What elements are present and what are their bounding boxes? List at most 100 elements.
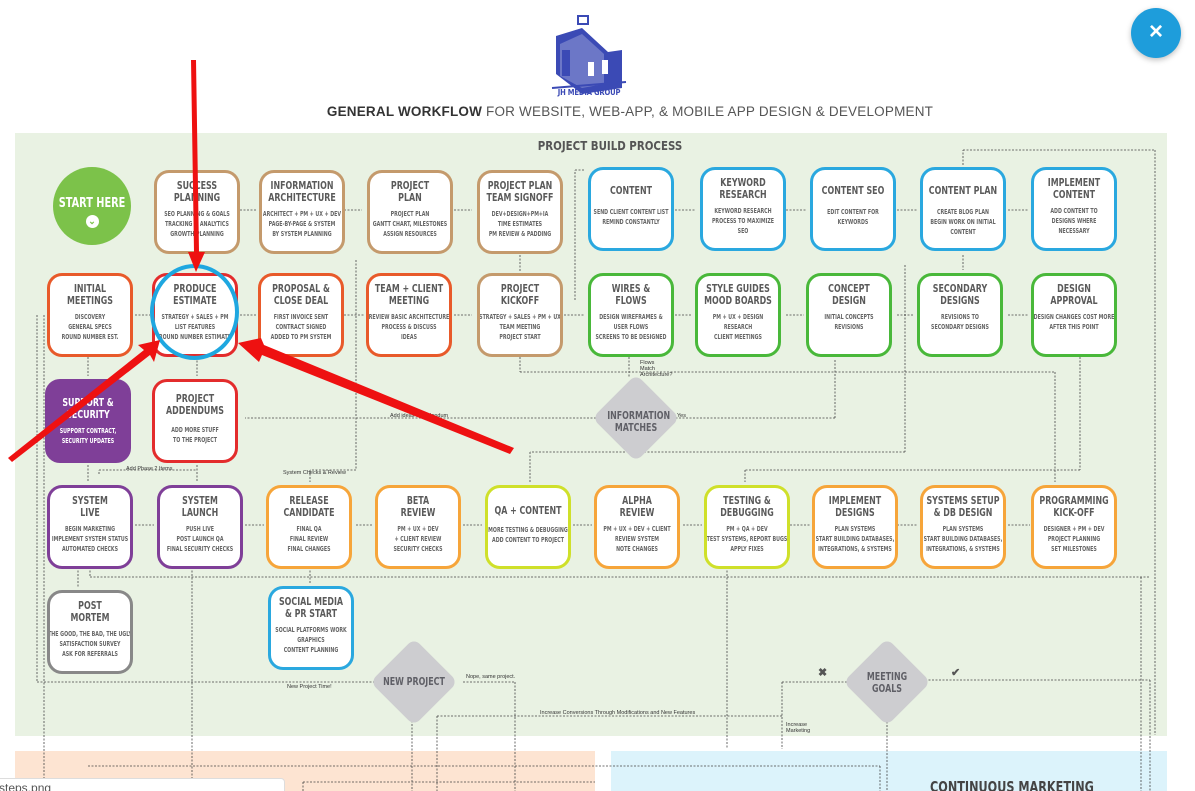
filename-caption: steps.png bbox=[0, 778, 285, 791]
node-title: CONCEPT DESIGN bbox=[828, 282, 870, 307]
node-desc: ADD MORE STUFF TO THE PROJECT bbox=[171, 426, 219, 444]
jh-media-group-logo-icon bbox=[551, 15, 627, 94]
decision-information-matches-label: INFORMATION MATCHES bbox=[607, 409, 671, 434]
node-title: IMPLEMENT DESIGNS bbox=[828, 494, 882, 519]
node-title: IMPLEMENT CONTENT bbox=[1047, 176, 1101, 201]
start-here-label: START HERE bbox=[58, 196, 126, 211]
node-title: CONTENT PLAN bbox=[928, 184, 998, 197]
decision-meeting-goals-label: MEETING GOALS bbox=[866, 670, 908, 695]
node-title: WIRES & FLOWS bbox=[611, 282, 651, 307]
node-title: BETA REVIEW bbox=[400, 494, 436, 519]
node-title: SYSTEM LIVE bbox=[72, 494, 108, 519]
continuous-marketing-title: CONTINUOUS MARKETING bbox=[930, 778, 1094, 791]
node-desc: SEND CLIENT CONTENT LIST REMIND CONSTANT… bbox=[593, 208, 669, 226]
node-concept-design: CONCEPT DESIGN INITIAL CONCEPTS REVISIONS bbox=[806, 273, 892, 357]
node-secondary-designs: SECONDARY DESIGNS REVISIONS TO SECONDARY … bbox=[917, 273, 1003, 357]
node-desc: PLAN SYSTEMS START BUILDING DATABASES, I… bbox=[815, 525, 895, 553]
node-title: TESTING & DEBUGGING bbox=[720, 494, 774, 519]
node-desc: PLAN SYSTEMS START BUILDING DATABASES, I… bbox=[923, 525, 1003, 553]
node-title: SUPPORT & SECURITY bbox=[62, 396, 114, 421]
decision-new-project-label: NEW PROJECT bbox=[383, 675, 445, 688]
node-desc: PM + UX + DEV + CLIENT REVIEW SYSTEM NOT… bbox=[603, 525, 671, 553]
node-title: KEYWORD RESEARCH bbox=[719, 176, 767, 201]
node-title: PROJECT PLAN bbox=[390, 179, 430, 204]
node-title: STYLE GUIDES MOOD BOARDS bbox=[704, 282, 772, 307]
node-keyword-research: KEYWORD RESEARCH KEYWORD RESEARCH PROCESS… bbox=[700, 167, 786, 251]
title-rest: FOR WEBSITE, WEB-APP, & MOBILE APP DESIG… bbox=[482, 104, 934, 119]
node-desc: PM + UX + DESIGN RESEARCH CLIENT MEETING… bbox=[712, 313, 764, 341]
node-title: SYSTEMS SETUP & DB DESIGN bbox=[926, 494, 1000, 519]
node-systems-setup: SYSTEMS SETUP & DB DESIGN PLAN SYSTEMS ST… bbox=[920, 485, 1006, 569]
node-title: INITIAL MEETINGS bbox=[67, 282, 113, 307]
node-desc: MORE TESTING & DEBUGGING ADD CONTENT TO … bbox=[488, 526, 568, 544]
node-wires-flows: WIRES & FLOWS DESIGN WIREFRAMES & USER FL… bbox=[588, 273, 674, 357]
chevron-down-circle-icon: ⌄ bbox=[85, 215, 99, 228]
highlight-circle-annotation bbox=[150, 264, 239, 360]
edge-label-increase-marketing: Increase Marketing bbox=[786, 722, 811, 734]
edge-label-flows-match: Flows Match Architecture? bbox=[640, 360, 673, 378]
node-post-mortem: POST MORTEM THE GOOD, THE BAD, THE UGLY S… bbox=[47, 590, 133, 674]
node-project-plan: PROJECT PLAN PROJECT PLAN GANTT CHART, MI… bbox=[367, 170, 453, 254]
node-desc: ARCHITECT + PM + UX + DEV PAGE-BY-PAGE &… bbox=[262, 210, 342, 238]
page-title: GENERAL WORKFLOW FOR WEBSITE, WEB-APP, &… bbox=[0, 104, 1195, 119]
node-title: PROJECT KICKOFF bbox=[500, 282, 540, 307]
node-implement-content: IMPLEMENT CONTENT ADD CONTENT TO DESIGNS … bbox=[1031, 167, 1117, 251]
start-here-circle: START HERE ⌄ bbox=[53, 167, 131, 245]
node-title: PROJECT PLAN TEAM SIGNOFF bbox=[486, 179, 554, 204]
node-desc: PROJECT PLAN GANTT CHART, MILESTONES ASS… bbox=[372, 210, 448, 238]
section-title: PROJECT BUILD PROCESS bbox=[537, 138, 683, 153]
node-desc: DESIGN CHANGES COST MORE AFTER THIS POIN… bbox=[1033, 313, 1115, 331]
node-desc: KEYWORD RESEARCH PROCESS TO MAXIMIZE SEO bbox=[711, 207, 775, 235]
node-desc: DESIGN WIREFRAMES & USER FLOWS SCREENS T… bbox=[595, 313, 667, 341]
node-desc: DESIGNER + PM + DEV PROJECT PLANNING SET… bbox=[1043, 525, 1105, 553]
close-icon: × bbox=[1148, 18, 1163, 45]
node-information-architecture: INFORMATION ARCHITECTURE ARCHITECT + PM +… bbox=[259, 170, 345, 254]
node-style-guides: STYLE GUIDES MOOD BOARDS PM + UX + DESIGN… bbox=[695, 273, 781, 357]
close-button[interactable]: × bbox=[1131, 8, 1181, 58]
node-title: SECONDARY DESIGNS bbox=[932, 282, 988, 307]
node-support-security: SUPPORT & SECURITY SUPPORT CONTRACT, SECU… bbox=[45, 379, 131, 463]
edge-label-increase-conversions: Increase Conversions Through Modificatio… bbox=[540, 710, 696, 716]
node-desc: SOCIAL PLATFORMS WORK GRAPHICS CONTENT P… bbox=[275, 626, 347, 654]
node-desc: EDIT CONTENT FOR KEYWORDS bbox=[827, 208, 879, 226]
node-title: RELEASE CANDIDATE bbox=[283, 494, 335, 519]
node-team-signoff: PROJECT PLAN TEAM SIGNOFF DEV+DESIGN+PM+I… bbox=[477, 170, 563, 254]
node-desc: CREATE BLOG PLAN BEGIN WORK ON INITIAL C… bbox=[930, 208, 996, 236]
node-desc: BEGIN MARKETING IMPLEMENT SYSTEM STATUS … bbox=[51, 525, 129, 553]
node-desc: ADD CONTENT TO DESIGNS WHERE NECESSARY bbox=[1050, 207, 1098, 235]
node-content-plan: CONTENT PLAN CREATE BLOG PLAN BEGIN WORK … bbox=[920, 167, 1006, 251]
edge-label-yes: Yes bbox=[677, 413, 686, 419]
node-title: SUCCESS PLANNING bbox=[173, 179, 221, 204]
node-initial-meetings: INITIAL MEETINGS DISCOVERY GENERAL SPECS … bbox=[47, 273, 133, 357]
edge-label-system-checks: System Checks & Review bbox=[283, 470, 346, 476]
node-title: INFORMATION ARCHITECTURE bbox=[268, 179, 336, 204]
node-system-live: SYSTEM LIVE BEGIN MARKETING IMPLEMENT SYS… bbox=[47, 485, 133, 569]
node-desc: REVISIONS TO SECONDARY DESIGNS bbox=[931, 313, 989, 331]
node-desc: REVIEW BASIC ARCHITECTURE PROCESS & DISC… bbox=[368, 313, 450, 341]
edge-label-add-phase2: Add Phase 2 Items bbox=[126, 466, 173, 472]
node-desc: SUPPORT CONTRACT, SECURITY UPDATES bbox=[59, 427, 117, 445]
edge-label-new-project-time: New Project Time! bbox=[287, 684, 332, 690]
node-desc: DEV+DESIGN+PM+IA TIME ESTIMATES PM REVIE… bbox=[488, 210, 552, 238]
node-desc: INITIAL CONCEPTS REVISIONS bbox=[824, 313, 874, 331]
node-desc: PUSH LIVE POST LAUNCH QA FINAL SECURITY … bbox=[166, 525, 234, 553]
edge-label-nope-same: Nope, same project. bbox=[466, 674, 516, 680]
brand-name: JH MEDIA GROUP bbox=[557, 88, 621, 97]
title-bold: GENERAL WORKFLOW bbox=[326, 104, 483, 119]
node-desc: DISCOVERY GENERAL SPECS ROUND NUMBER EST… bbox=[61, 313, 119, 341]
node-title: POST MORTEM bbox=[70, 599, 110, 624]
node-desc: THE GOOD, THE BAD, THE UGLY SATISFACTION… bbox=[48, 630, 132, 658]
